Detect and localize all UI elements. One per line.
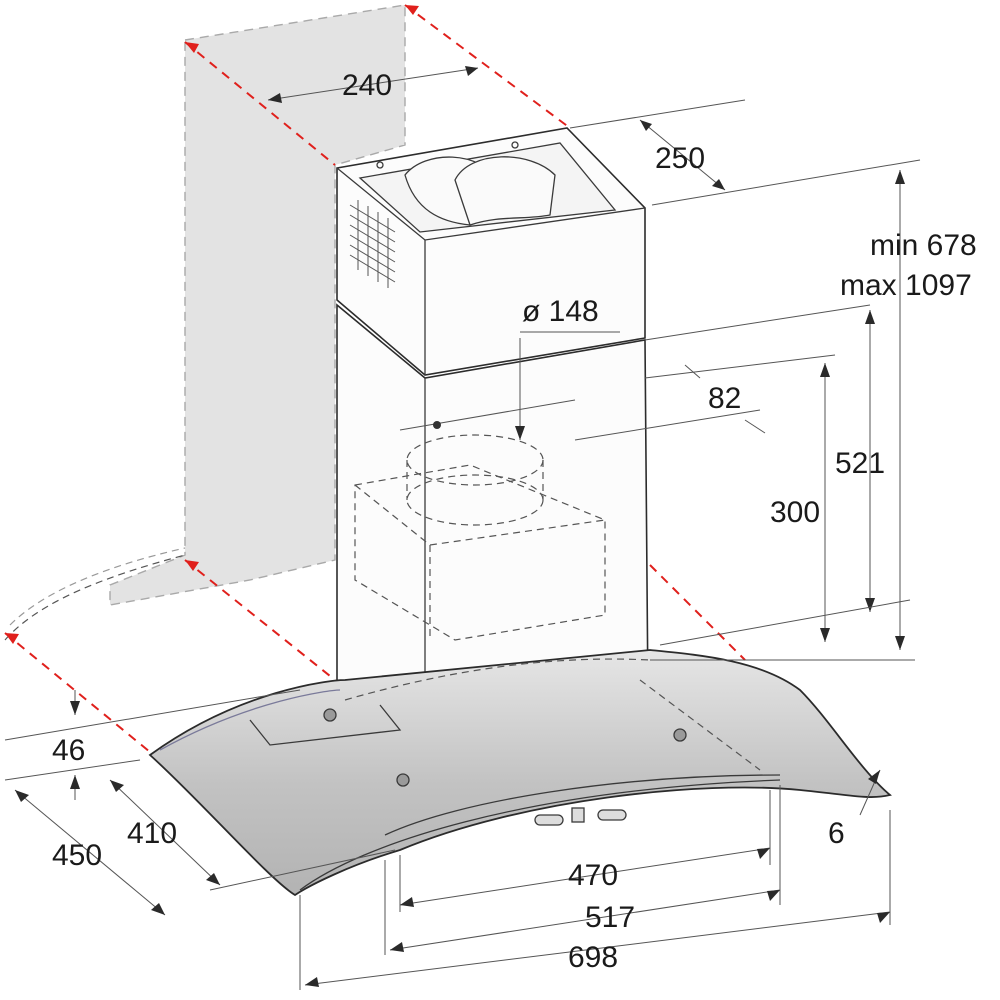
red-guide-lines bbox=[4, 4, 746, 753]
label-698: 698 bbox=[568, 941, 618, 974]
wall-outline bbox=[4, 4, 406, 641]
label-max-height: max 1097 bbox=[840, 269, 972, 302]
motor-housing-hidden bbox=[354, 399, 761, 641]
label-450: 450 bbox=[52, 839, 102, 872]
label-82: 82 bbox=[708, 382, 741, 415]
dimension-lines bbox=[4, 66, 921, 990]
glass-canopy bbox=[148, 649, 892, 897]
dimension-labels: 240 250 min 678 max 1097 ø 148 82 521 30… bbox=[52, 69, 977, 974]
label-521: 521 bbox=[835, 447, 885, 480]
label-240: 240 bbox=[342, 69, 392, 102]
label-min-height: min 678 bbox=[870, 229, 977, 262]
label-410: 410 bbox=[127, 817, 177, 850]
label-470: 470 bbox=[568, 859, 618, 892]
label-517: 517 bbox=[585, 901, 635, 934]
label-6: 6 bbox=[828, 817, 845, 850]
vent-grille bbox=[349, 200, 396, 288]
control-panel bbox=[534, 807, 627, 826]
upper-chimney bbox=[336, 127, 646, 376]
label-300: 300 bbox=[770, 496, 820, 529]
label-duct-diameter: ø 148 bbox=[522, 295, 599, 328]
label-46: 46 bbox=[52, 734, 85, 767]
label-250: 250 bbox=[655, 142, 705, 175]
